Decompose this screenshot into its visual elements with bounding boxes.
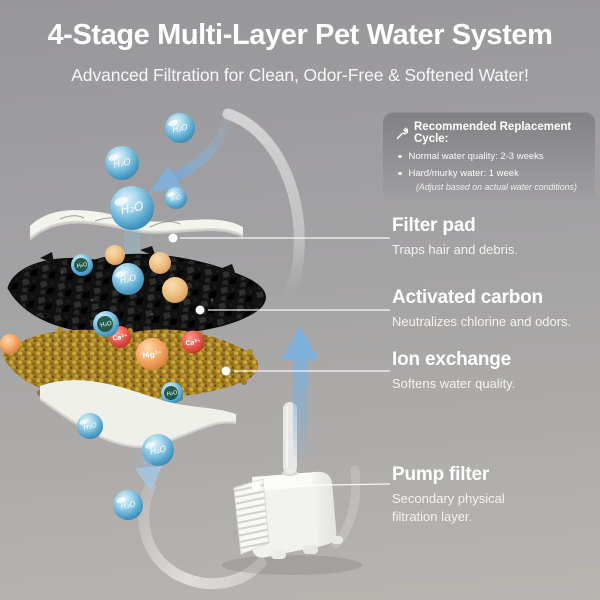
stage-description: Softens water quality. [392,376,516,391]
svg-text:H₂O: H₂O [119,199,145,218]
svg-text:H₂O: H₂O [149,444,168,457]
svg-text:H₂O: H₂O [119,273,138,286]
leader-dots [168,233,261,491]
stage-label-ion-exchange: Ion exchange Softens water quality. [392,349,598,393]
activated-carbon-layer [7,246,266,341]
cycle-heading: Recommended Replacement Cycle: [414,121,572,145]
bullet-dot [398,171,402,175]
leader-lines [180,237,391,487]
stage-description: Secondary physical filtration layer. [392,491,505,524]
ion-particle [0,334,20,354]
circulation-arc-top [222,108,305,298]
droplet-green-badge: H₂O [93,311,119,337]
svg-text:H₂O: H₂O [113,157,132,170]
stage-name: Ion exchange [392,349,512,370]
cycle-note: (Adjust based on actual water conditions… [416,182,577,192]
stage-label-pump-filter: Pump filter Secondary physical filtratio… [392,464,552,525]
svg-text:H₂O: H₂O [120,499,137,511]
cycle-bullet: Hard/murky water: 1 week [398,168,585,179]
droplet-green-badge: H₂O [71,254,93,276]
stage-name: Filter pad [392,215,476,236]
stage-description: Neutralizes chlorine and odors. [392,314,572,329]
droplet: H₂O [165,187,187,209]
svg-text:H₂O: H₂O [172,122,189,134]
svg-text:H₂O: H₂O [170,194,183,203]
odor-particle [149,252,171,274]
stage-label-filter-pad: Filter pad Traps hair and debris. [392,215,598,259]
droplet: H₂O [105,146,139,180]
replacement-cycle-box: Recommended Replacement Cycle: Normal wa… [383,112,595,200]
outflow-arrow [135,445,162,492]
droplet: H₂O [77,413,103,439]
upflow-arrow [281,326,319,459]
circulation-arc-right-hint [331,465,361,549]
svg-text:H₂O: H₂O [166,390,178,398]
droplet: H₂O [165,113,195,143]
water-pump [222,470,362,575]
svg-text:Mg²⁺: Mg²⁺ [142,349,163,361]
cycle-bullet: Normal water quality: 2-3 weeks [398,151,585,162]
svg-text:H₂O: H₂O [100,320,113,329]
svg-text:Ca²⁺: Ca²⁺ [112,332,128,342]
circulation-arc-bottom [138,481,267,590]
droplet: H₂O [112,263,144,295]
odor-particle [162,277,188,303]
magnesium-ion: Mg²⁺ [136,338,168,370]
inflow-arrow [150,111,235,192]
pump-grille [233,478,270,555]
wrench-icon [395,126,408,140]
page-subtitle: Advanced Filtration for Clean, Odor-Free… [71,65,529,85]
odor-particle [105,245,125,265]
svg-text:H₂O: H₂O [83,421,98,432]
droplet: H₂O [110,186,154,230]
calcium-ion: Ca²⁺ [181,330,205,354]
svg-text:H₂O: H₂O [76,262,88,270]
stage-label-activated-carbon: Activated carbon Neutralizes chlorine an… [392,287,598,331]
stage-description: Traps hair and debris. [392,242,518,257]
stage-name: Activated carbon [392,287,543,308]
droplet: H₂O [113,490,143,520]
bullet-dot [398,154,402,158]
stage-name: Pump filter [392,464,490,485]
page-title: 4-Stage Multi-Layer Pet Water System [47,19,553,51]
svg-text:Ca²⁺: Ca²⁺ [185,337,201,347]
droplet-green-badge: H₂O [161,382,183,404]
